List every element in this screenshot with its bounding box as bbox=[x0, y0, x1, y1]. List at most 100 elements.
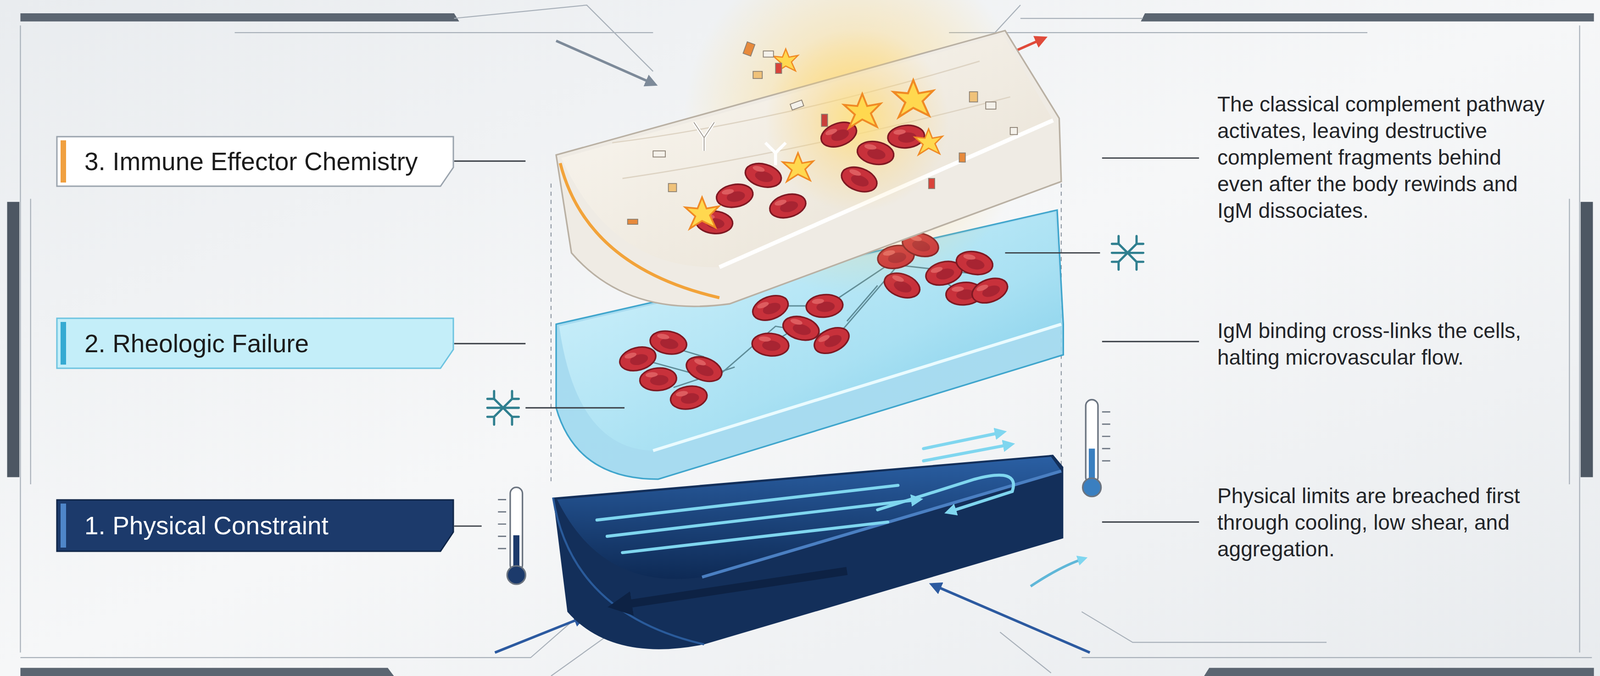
stage-label-box: 2. Rheologic Failure bbox=[55, 317, 455, 370]
description-note: Physical limits are breached first throu… bbox=[1217, 482, 1550, 563]
complement-fragment-part bbox=[1010, 127, 1018, 135]
complement-fragment-part bbox=[775, 63, 782, 74]
frame-part bbox=[1568, 199, 1570, 485]
complement-fragment-part bbox=[693, 122, 714, 151]
artwork bbox=[7, 0, 1595, 676]
complement-fragment-part bbox=[627, 219, 638, 225]
frame-part bbox=[551, 632, 613, 676]
complement-vessel-part bbox=[714, 181, 755, 211]
leader-line-part bbox=[1102, 157, 1199, 159]
complement-vessel bbox=[556, 0, 1062, 307]
frame-part bbox=[30, 199, 32, 485]
thermometer-part bbox=[507, 566, 526, 585]
cold-vessel-part bbox=[552, 497, 704, 645]
accent-bar bbox=[60, 140, 67, 183]
cold-vessel-part bbox=[617, 571, 847, 607]
thermometer-part bbox=[1082, 478, 1102, 497]
complement-fragment-part bbox=[985, 101, 996, 110]
aggregating-vessel-part bbox=[751, 332, 790, 358]
complement-fragment-part bbox=[969, 91, 978, 102]
complement-fragment-part bbox=[790, 100, 804, 111]
frame-part bbox=[1140, 13, 1594, 22]
frame-part bbox=[454, 5, 654, 72]
complement-fragment-part bbox=[821, 114, 828, 127]
complement-vessel-part bbox=[886, 123, 926, 150]
cold-vessel-part-part bbox=[622, 522, 888, 553]
flow-arrows-part bbox=[556, 40, 653, 84]
frame bbox=[7, 5, 1595, 676]
thermometer-part bbox=[497, 499, 507, 549]
frame-part bbox=[1580, 201, 1594, 478]
complement-vessel-part bbox=[560, 163, 720, 298]
thermometer bbox=[497, 487, 526, 585]
complement-fragment-part bbox=[742, 41, 755, 56]
description-note: The classical complement pathway activat… bbox=[1217, 90, 1550, 224]
complement-vessel-part bbox=[843, 94, 881, 129]
complement-fragment-part bbox=[752, 71, 763, 79]
leader-line-part bbox=[1102, 340, 1199, 343]
aggregating-vessel-part bbox=[638, 366, 678, 393]
accent-bar bbox=[60, 322, 67, 365]
leader-line-part bbox=[1102, 521, 1199, 524]
description-note: IgM binding cross-links the cells, halti… bbox=[1217, 317, 1550, 371]
complement-fragment-part bbox=[652, 150, 666, 157]
stage-label-box: 1. Physical Constraint bbox=[55, 499, 455, 553]
complement-vessel-part bbox=[782, 152, 814, 182]
stage-label-box: 3. Immune Effector Chemistry bbox=[55, 135, 455, 188]
flow-arrows-part bbox=[1030, 558, 1084, 587]
complement-fragment-part bbox=[765, 142, 786, 166]
complement-fragment-part bbox=[668, 183, 677, 192]
frame-part bbox=[7, 201, 20, 478]
cold-vessel-part bbox=[552, 455, 1064, 650]
frame-part bbox=[1204, 668, 1595, 676]
cold-vessel-part-part bbox=[877, 475, 1014, 513]
complement-vessel-part bbox=[767, 190, 809, 222]
complement-fragment-part bbox=[958, 152, 965, 162]
complement-fragment-part bbox=[928, 178, 935, 189]
aggregating-vessel-part bbox=[668, 383, 709, 413]
frame-part bbox=[20, 13, 459, 22]
stage-label-text: 3. Immune Effector Chemistry bbox=[55, 146, 418, 177]
frame-part bbox=[948, 32, 1368, 34]
flow-arrows-part bbox=[495, 618, 582, 653]
leader-line bbox=[454, 158, 1199, 527]
frame-part bbox=[1578, 25, 1580, 653]
accent-bar bbox=[60, 503, 67, 548]
thermometer bbox=[1082, 399, 1111, 497]
complement-vessel-part bbox=[742, 159, 784, 191]
complement-fragment bbox=[627, 41, 1018, 225]
aggregating-vessel-part bbox=[968, 273, 1011, 308]
igm-icon bbox=[1111, 236, 1143, 270]
frame-part bbox=[1020, 17, 1143, 19]
complement-vessel-part bbox=[838, 162, 881, 197]
frame-part bbox=[19, 25, 21, 653]
complement-vessel-part bbox=[765, 28, 949, 212]
leader-line-part bbox=[454, 343, 526, 345]
aggregating-vessel-part bbox=[683, 352, 726, 386]
frame-part bbox=[234, 32, 653, 34]
thermometer-part bbox=[1102, 412, 1111, 462]
complement-vessel-part bbox=[893, 80, 934, 118]
leader-line-part bbox=[525, 407, 625, 409]
cold-vessel-part-part bbox=[923, 432, 1003, 450]
cold-vessel-part-part bbox=[596, 485, 898, 521]
stage-label-text: 2. Rheologic Failure bbox=[55, 328, 309, 359]
frame-part bbox=[20, 622, 572, 658]
frame-part bbox=[1081, 657, 1592, 659]
aggregating-vessel-part bbox=[810, 322, 853, 359]
frame-part bbox=[1081, 612, 1327, 643]
complement-vessel-part bbox=[685, 197, 719, 229]
igm-icon bbox=[487, 391, 519, 425]
dashed-guide-part bbox=[550, 183, 552, 485]
flow-arrows-part bbox=[933, 585, 1090, 653]
leader-line-part bbox=[454, 525, 482, 528]
complement-fragment-part bbox=[763, 50, 774, 57]
frame-part bbox=[20, 668, 394, 676]
stage-label-text: 1. Physical Constraint bbox=[55, 511, 329, 541]
complement-fragment-part bbox=[693, 122, 714, 151]
aggregating-vessel-part bbox=[648, 328, 689, 357]
leader-line-part bbox=[454, 160, 526, 162]
cold-vessel-part-part bbox=[923, 444, 1011, 462]
